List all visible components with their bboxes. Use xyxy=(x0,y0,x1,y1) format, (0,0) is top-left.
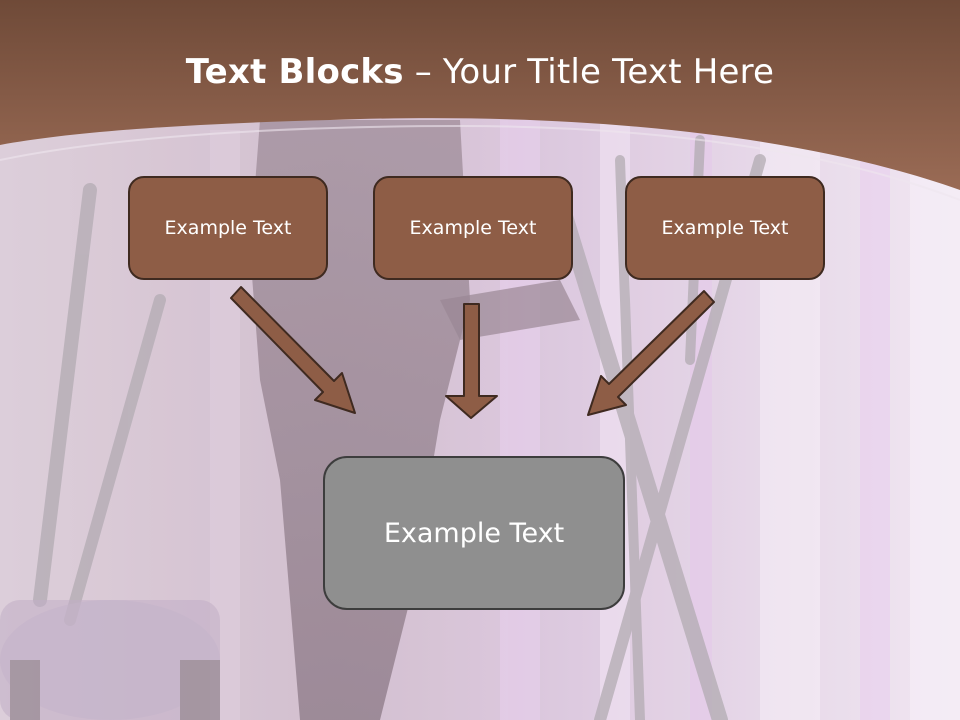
text-block-center-label: Example Text xyxy=(409,217,537,239)
header-band xyxy=(0,0,960,190)
text-block-right[interactable]: Example Text xyxy=(625,176,825,280)
text-block-left[interactable]: Example Text xyxy=(128,176,328,280)
title-dash: – xyxy=(403,52,443,92)
title-rest: Your Title Text Here xyxy=(442,52,775,92)
slide-title: Text Blocks – Your Title Text Here xyxy=(0,52,960,92)
target-text-block[interactable]: Example Text xyxy=(323,456,625,610)
target-text-block-label: Example Text xyxy=(383,517,565,549)
text-block-right-label: Example Text xyxy=(661,217,789,239)
text-block-left-label: Example Text xyxy=(164,217,292,239)
machine-wheel xyxy=(0,600,220,720)
title-bold: Text Blocks xyxy=(185,52,404,92)
text-block-center[interactable]: Example Text xyxy=(373,176,573,280)
